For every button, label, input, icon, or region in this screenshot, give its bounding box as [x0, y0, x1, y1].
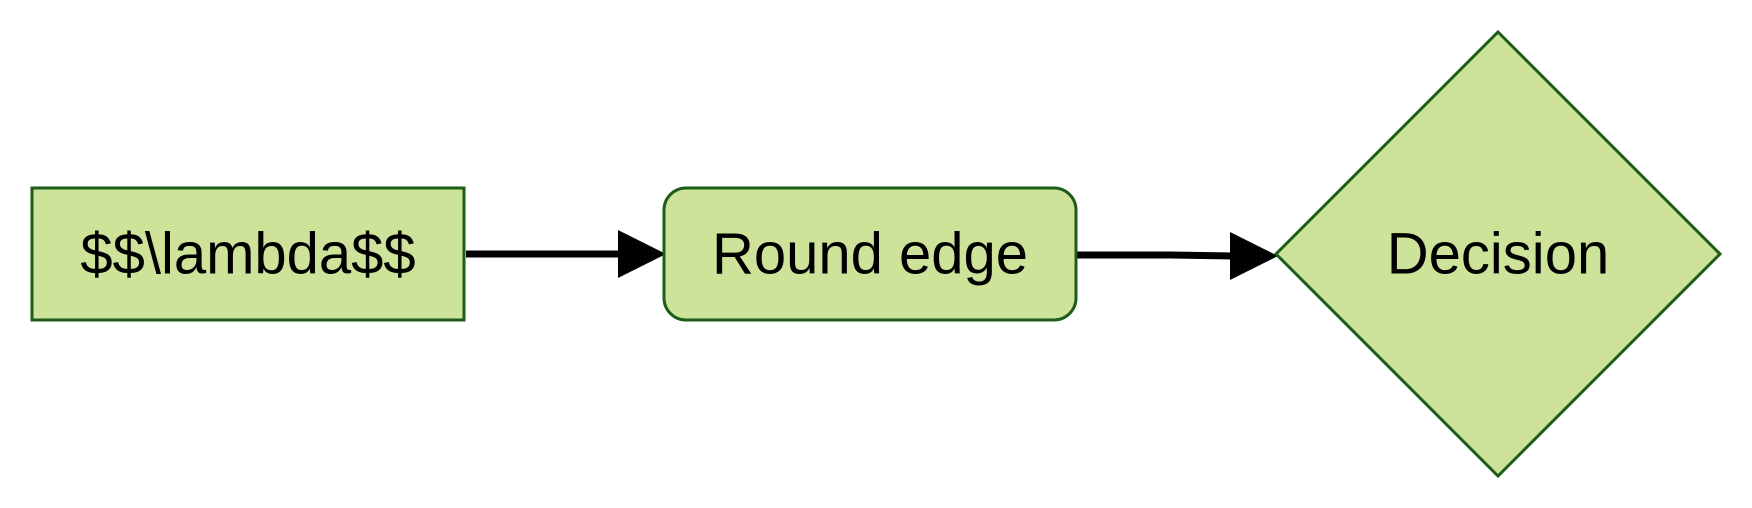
- node-rounded-rectangle: [662, 186, 1078, 322]
- node-start[interactable]: $$\lambda$$: [30, 186, 466, 322]
- edge-line: [1077, 251, 1235, 260]
- node-decision[interactable]: Decision: [1273, 29, 1723, 479]
- node-label: Decision: [1387, 222, 1609, 287]
- node-rectangle: [30, 186, 466, 322]
- arrowhead: [618, 230, 666, 278]
- node-label: Round edge: [712, 222, 1028, 287]
- node-diamond: [1273, 29, 1723, 479]
- node-process[interactable]: Round edge: [662, 186, 1078, 322]
- edge-process-to-decision: [1077, 232, 1278, 280]
- node-label: $$\lambda$$: [80, 222, 415, 287]
- edge-start-to-process: [466, 230, 666, 278]
- arrowhead: [1230, 232, 1278, 280]
